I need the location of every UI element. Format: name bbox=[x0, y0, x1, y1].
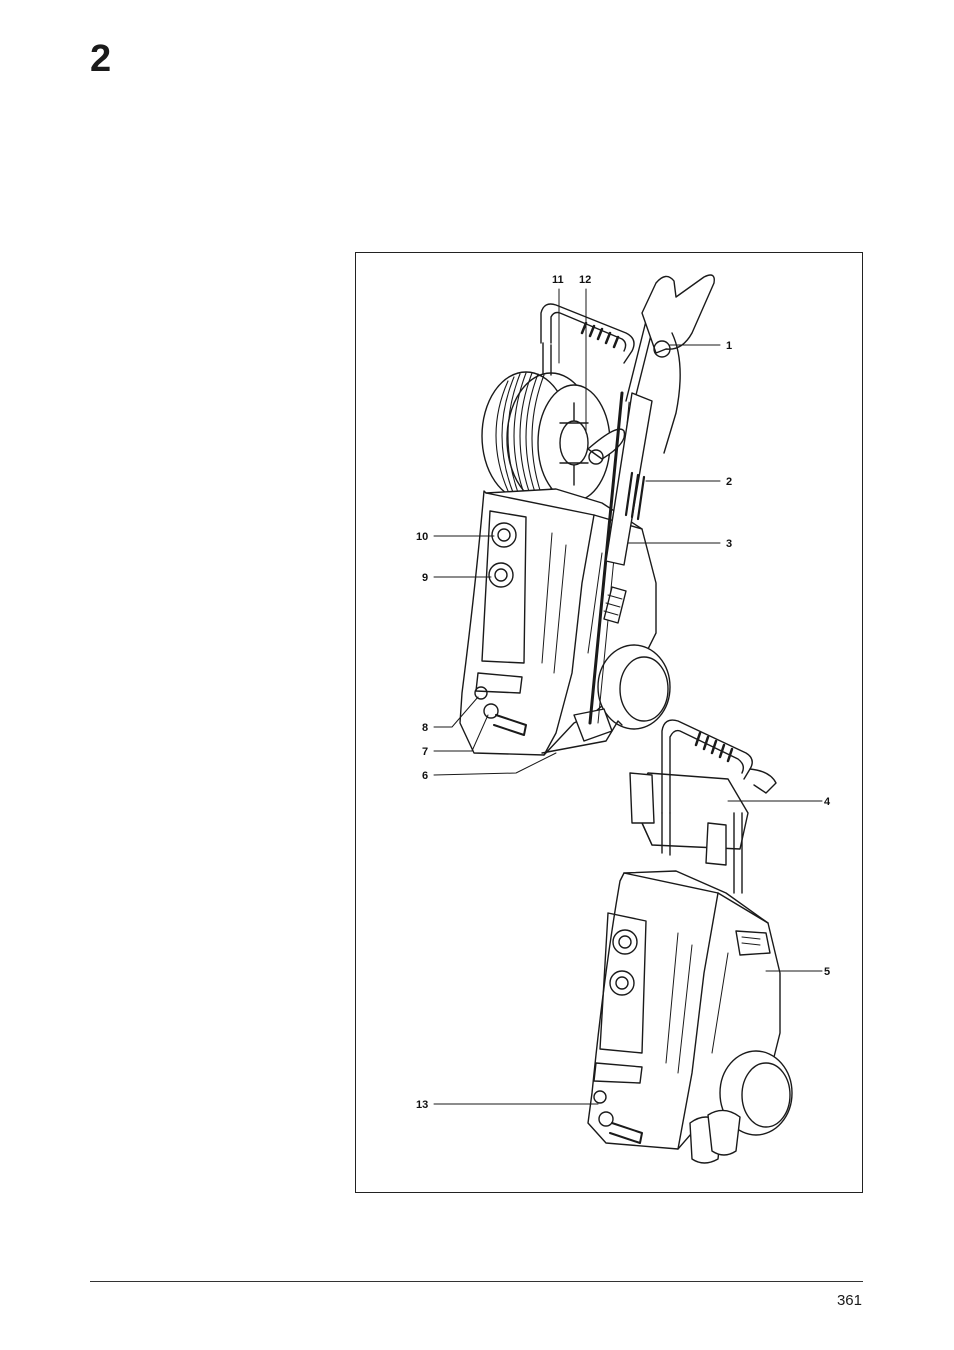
pressure-washer-illustration: 1 2 3 4 5 6 7 8 9 10 11 12 13 bbox=[356, 253, 864, 1194]
footer-divider bbox=[90, 1281, 863, 1282]
callout-1: 1 bbox=[726, 340, 732, 352]
callout-6: 6 bbox=[422, 770, 428, 782]
page-number: 361 bbox=[837, 1292, 862, 1309]
callout-9: 9 bbox=[422, 572, 428, 584]
callout-13: 13 bbox=[416, 1099, 428, 1111]
machine-without-reel bbox=[588, 720, 792, 1163]
callout-3: 3 bbox=[726, 538, 732, 550]
callout-4: 4 bbox=[824, 796, 831, 808]
callout-10: 10 bbox=[416, 531, 428, 543]
callout-12: 12 bbox=[579, 274, 591, 286]
callout-5: 5 bbox=[824, 966, 830, 978]
chapter-number: 2 bbox=[90, 38, 111, 81]
figure-frame: 1 2 3 4 5 6 7 8 9 10 11 12 13 bbox=[355, 252, 863, 1193]
callout-7: 7 bbox=[422, 746, 428, 758]
callout-8: 8 bbox=[422, 722, 428, 734]
machine-with-hose-reel bbox=[460, 275, 714, 755]
callout-2: 2 bbox=[726, 476, 732, 488]
callout-11: 11 bbox=[552, 274, 564, 286]
